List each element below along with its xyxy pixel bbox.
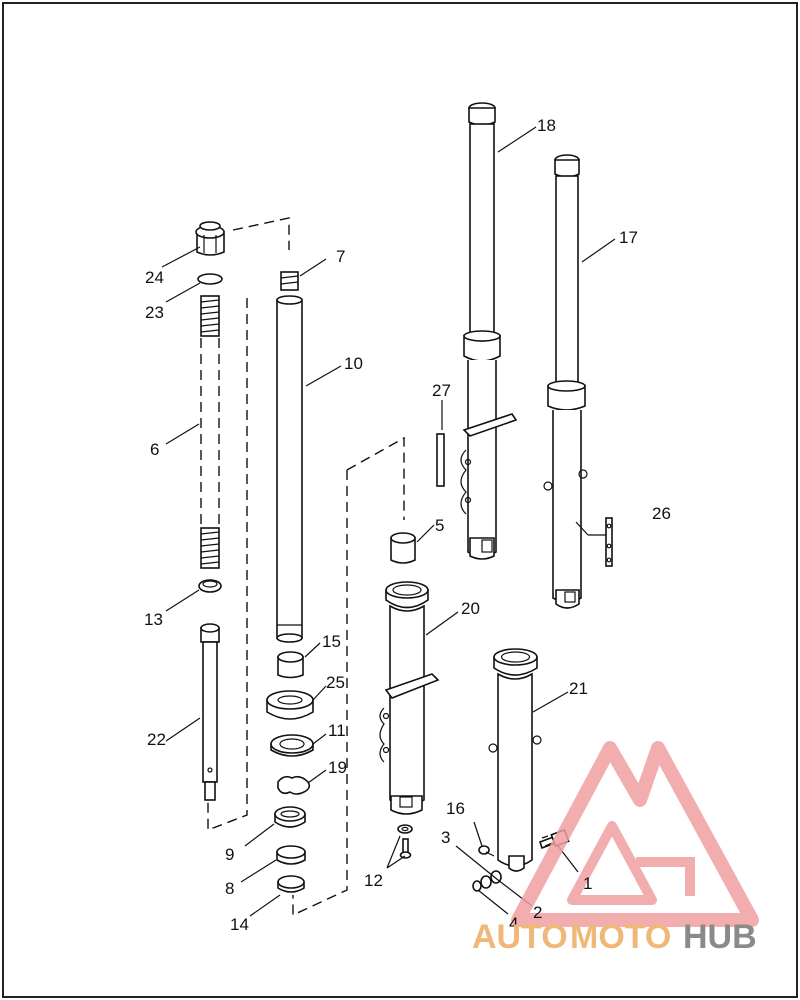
part-24-fork-cap	[195, 221, 225, 256]
callout-21: 21	[569, 679, 588, 698]
callout-18: 18	[537, 116, 556, 135]
part-2-3-4-washers	[472, 870, 502, 892]
part-7-rebound-spring	[280, 271, 299, 291]
part-25-seal	[266, 690, 314, 720]
assembly-line-left-top	[232, 217, 290, 250]
part-5-bushing	[390, 532, 416, 564]
part-23-o-ring	[197, 273, 223, 285]
assembly-line-center-top	[346, 436, 405, 520]
callout-25: 25	[326, 673, 345, 692]
callout-1: 1	[583, 874, 592, 893]
leader-lines	[161, 126, 616, 917]
callout-6: 6	[150, 440, 159, 459]
callout-27: 27	[432, 381, 451, 400]
callout-19: 19	[328, 758, 347, 777]
part-22-damper-rod	[200, 623, 220, 801]
part-13-ring	[198, 579, 222, 593]
callout-14: 14	[230, 915, 249, 934]
callout-22: 22	[147, 730, 166, 749]
callout-4: 4	[509, 914, 518, 933]
part-18-fork-assembly	[460, 102, 518, 560]
part-6-fork-spring	[200, 295, 220, 569]
assembly-line-left	[207, 298, 248, 832]
callout-12: 12	[364, 871, 383, 890]
callout-labels: 18 17 24 23 7 10 6 27 5 26 20 13 15 25 2…	[144, 116, 671, 934]
callout-5: 5	[435, 516, 444, 535]
part-10-fork-tube	[276, 295, 303, 643]
callout-3: 3	[441, 828, 450, 847]
part-21-right-slider	[488, 648, 542, 872]
callout-17: 17	[619, 228, 638, 247]
automotohub-wordmark: AUTO MOTO HUB	[472, 918, 757, 956]
part-15-bushing	[277, 651, 304, 679]
part-17-fork-assembly	[543, 154, 588, 609]
callout-26: 26	[652, 504, 671, 523]
logo-text-hub: HUB	[683, 918, 757, 956]
callout-24: 24	[145, 268, 164, 287]
part-19-retaining-clip	[277, 775, 311, 795]
part-27-pin	[436, 433, 445, 487]
callout-13: 13	[144, 610, 163, 629]
callout-10: 10	[344, 354, 363, 373]
callout-9: 9	[225, 845, 234, 864]
callout-8: 8	[225, 879, 234, 898]
assembly-line-center	[292, 470, 348, 917]
callout-20: 20	[461, 599, 480, 618]
part-20-left-slider	[379, 581, 440, 815]
part-11-oil-seal	[270, 734, 314, 757]
callout-11: 11	[328, 721, 346, 740]
part-12-drain-screw	[397, 824, 413, 859]
callout-15: 15	[322, 632, 341, 651]
logo-text-moto: MOTO	[570, 918, 671, 956]
part-26-bracket	[605, 517, 613, 567]
part-16-screw	[478, 845, 495, 857]
callout-16: 16	[446, 799, 465, 818]
part-8-cup	[276, 845, 306, 865]
callout-23: 23	[145, 303, 164, 322]
part-14-washer	[277, 875, 305, 893]
logo-text-auto: AUTO	[472, 918, 568, 956]
automotohub-logo	[511, 741, 759, 927]
part-9-bushing	[274, 806, 306, 828]
callout-7: 7	[336, 247, 345, 266]
callout-2: 2	[533, 903, 542, 922]
